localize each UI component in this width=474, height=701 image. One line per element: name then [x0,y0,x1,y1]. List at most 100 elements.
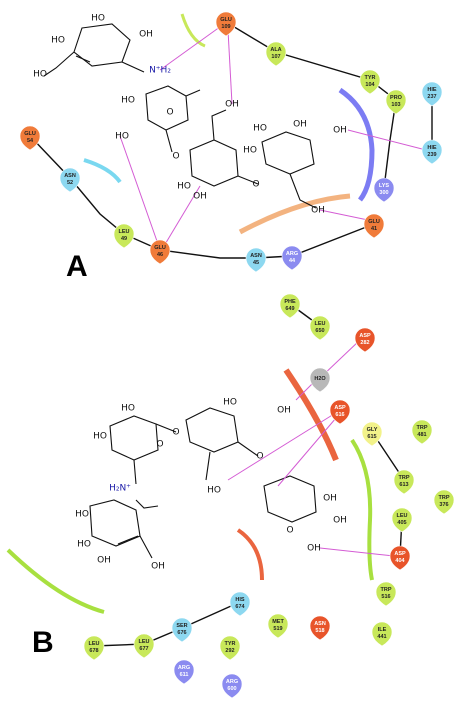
atom-label: O [172,428,179,438]
sugar-ring-3 [263,475,317,523]
residue-shape [375,581,397,607]
sugar-ring-1 [145,85,189,131]
residue-number-label: 600 [227,686,236,692]
residue-number-label: 616 [335,412,344,418]
methyl-bond [185,89,201,97]
residue-number-label: 300 [379,190,388,196]
residue-shape [385,89,407,115]
residue-number-label: 292 [225,648,234,654]
sugar-ring-2 [185,407,239,453]
atom-label: H₂N⁺ [109,484,131,494]
residue-name-label: LEU [139,639,150,645]
residue-name-label: ILE [378,627,387,633]
residue-name-label: HIE [427,87,437,93]
pocket-curve [338,87,375,202]
residue-number-label: 611 [180,672,189,678]
hbond-arrow [227,413,335,481]
atom-label: OH [97,556,111,566]
residue-shape [359,69,381,95]
panel-a-pocket [83,13,375,235]
backbone-line [255,223,375,259]
residue-shape [371,621,393,647]
residue-shape [219,635,241,661]
residue-number-label: 481 [417,432,426,438]
atom-label: OH [151,562,165,572]
residue-number-label: 46 [157,252,163,258]
methyl-bond [135,499,159,509]
residue-name-label: LYS [379,183,390,189]
residue-shape [83,635,105,661]
pocket-curve [83,158,122,184]
residue-shape [309,367,331,393]
residue-number-label: 239 [427,152,436,158]
residue-shape [215,11,237,37]
residue-number-label: 405 [397,520,406,526]
residue-number-label: 613 [399,482,408,488]
hbond-arrow [119,135,159,245]
residue-shape [309,615,331,641]
residue-shape [361,421,383,447]
residue-shape [279,293,301,319]
residue-name-label: H2O [314,376,326,382]
hbond-arrow [319,209,369,221]
hbond-arrow [295,381,315,401]
residue-name-label: ASP [334,405,346,411]
residue-number-label: 54 [27,138,34,144]
residue-number-label: 41 [371,226,377,232]
glycosidic-bond [155,423,177,433]
sugar-ring-2 [189,139,239,187]
atom-label: O [172,152,179,162]
ch2oh-bond [43,51,75,77]
backbone-line [29,135,256,259]
residue-shape [389,545,411,571]
atom-label: O [252,180,259,190]
hbond-arrow [277,417,337,487]
residue-number-label: 44 [289,258,296,264]
residue-number-label: 404 [395,558,405,564]
residue-name-label: TYR [365,75,376,81]
valienamine-ring [89,499,141,547]
residue-name-label: LEU [315,321,326,327]
backbone-line [93,601,241,647]
atom-label: HO [243,146,257,156]
residue-number-label: 52 [67,180,73,186]
residue-shape [149,239,171,265]
residue-number-label: 282 [360,340,369,346]
atom-label: O [286,526,293,536]
residue-number-label: 678 [89,648,98,654]
pocket-curve [238,193,351,235]
residue-shape [363,213,385,239]
atom-label: OH [139,30,153,40]
residue-shape [171,617,193,643]
pocket-curve [236,528,264,581]
hbond-arrow [163,185,201,247]
residue-number-label: 519 [273,626,282,632]
sugar-ring-1 [109,415,159,461]
residue-number-label: 109 [221,24,230,30]
atom-label: OH [323,494,337,504]
atom-label: O [156,440,163,450]
atom-label: HO [121,96,135,106]
residue-shape [245,247,267,273]
residue-name-label: PHE [284,299,296,305]
residue-shape [221,673,243,699]
residue-number-label: 649 [285,306,294,312]
atom-label: HO [121,404,135,414]
